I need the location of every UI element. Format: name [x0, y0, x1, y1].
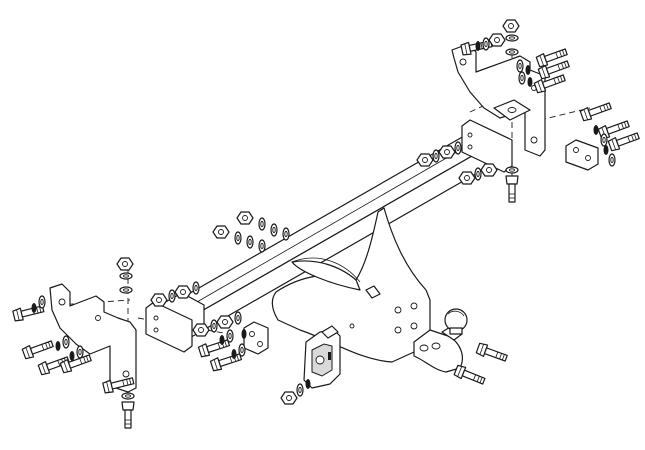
clamp-plate-left	[243, 321, 269, 355]
clamp-plate-right	[565, 139, 599, 171]
tow-ball-mount	[413, 308, 468, 373]
right-side-bracket	[451, 43, 546, 173]
left-side-bracket	[49, 283, 193, 393]
electrical-socket-plate	[303, 325, 341, 389]
center-drop-plate	[271, 207, 431, 363]
